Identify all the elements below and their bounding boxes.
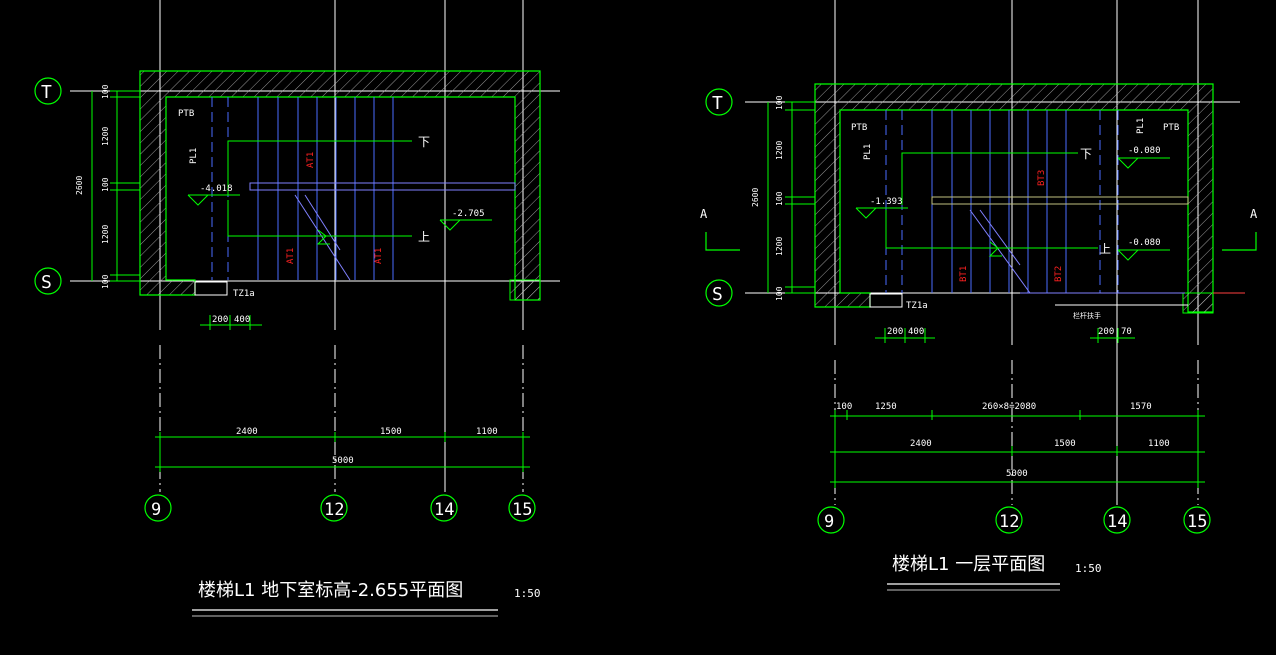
left-walls [139,70,541,301]
right-section-marks [705,232,1257,251]
left-axis-label-14: 14 [434,500,454,520]
right-railing-label: 栏杆扶手 [1073,311,1101,320]
right-elevation-markers [855,157,1170,261]
left-stair-label-c: AT1 [374,248,384,264]
right-plan: T S 9 12 14 15 A A 100 1200 100 1200 100… [700,0,1258,591]
right-plan-scale: 1:50 [1075,562,1102,575]
right-pl-left: PL1 [863,144,873,160]
left-small-dim-2: 400 [234,315,250,325]
left-tz-label: TZ1a [233,289,255,299]
left-ptb-label: PTB [178,109,194,119]
left-vdim-5: 100 [101,274,110,289]
right-ptb-right: PTB [1163,123,1179,133]
right-vdim-3: 100 [775,191,784,206]
left-dim-1100: 1100 [476,427,498,437]
right-axis-label-bottom: S [712,284,723,305]
left-axis-label-9: 9 [151,500,161,520]
right-walls [814,83,1214,314]
left-plan-scale: 1:50 [514,587,541,600]
left-plan-title: 楼梯L1 地下室标高-2.655平面图 [198,580,463,601]
left-vdim-3: 100 [101,177,110,192]
right-dim-2400: 2400 [910,439,932,449]
right-elev-right-top: -0.080 [1128,146,1161,156]
left-axis-label-12: 12 [324,500,344,520]
left-stair-label-a: AT1 [306,152,316,168]
left-dimension-lines [91,90,530,472]
right-axis-bubbles [705,88,1211,534]
left-small-dim-1: 200 [212,315,228,325]
left-stair-label-b: AT1 [286,248,296,264]
right-vdim-4: 1200 [775,237,784,256]
left-dim-2400: 2400 [236,427,258,437]
right-vdim-total: 2600 [751,188,760,207]
left-dim-1500: 1500 [380,427,402,437]
left-vdim-4: 1200 [101,225,110,244]
right-toprow-dim-2: 1250 [875,402,897,412]
right-elev-right-bottom: -0.080 [1128,238,1161,248]
left-dim-total: 5000 [332,456,354,466]
right-tz-label: TZ1a [906,301,928,311]
right-dimension-lines [767,101,1245,488]
right-stair-label-a: BT3 [1037,170,1047,186]
right-dim-1500: 1500 [1054,439,1076,449]
right-section-mark-right: A [1250,207,1258,221]
left-direction-arrows [227,140,412,245]
right-stair-label-b: BT1 [959,266,969,282]
right-dim-total: 5000 [1006,469,1028,479]
left-vdim-1: 100 [101,84,110,99]
right-axis-label-12: 12 [999,512,1019,532]
right-axis-label-top: T [712,93,723,114]
right-axis-label-9: 9 [824,512,834,532]
right-pl-right: PL1 [1136,118,1146,134]
right-dim-1100: 1100 [1148,439,1170,449]
left-vdim-total: 2600 [75,176,84,195]
right-down-label: 下 [1080,147,1092,161]
left-elev-left: -4.018 [200,184,233,194]
right-up-label: 上 [1099,242,1111,256]
left-elevation-markers [187,194,492,231]
left-elev-right: -2.705 [452,209,485,219]
right-vdim-5: 100 [775,286,784,301]
right-toprow-dim-1: 100 [836,402,852,412]
right-vdim-2: 1200 [775,141,784,160]
right-stair-treads [885,110,1189,306]
right-stair-label-c: BT2 [1054,266,1064,282]
right-small-dim-left-2: 400 [908,327,924,337]
left-axis-bubbles [34,77,536,522]
left-pl-label: PL1 [189,148,199,164]
right-toprow-dim-3: 260×8=2080 [982,402,1036,412]
left-axis-label-bottom: S [41,272,52,293]
right-small-dim-right-1: 200 [1098,327,1114,337]
left-plan: T S 9 12 14 15 100 1200 100 1200 100 260… [34,0,560,617]
right-section-mark-left: A [700,207,708,221]
right-small-dim-right-2: 70 [1121,327,1132,337]
left-down-label: 下 [418,135,430,149]
left-vdim-2: 1200 [101,127,110,146]
right-small-dim-left-1: 200 [887,327,903,337]
left-axis-label-top: T [41,82,52,103]
right-elev-left: -1.393 [870,197,903,207]
right-axis-label-15: 15 [1187,512,1207,532]
right-vdim-1: 100 [775,95,784,110]
right-plan-title: 楼梯L1 一层平面图 [892,554,1045,575]
left-stair-treads [211,97,516,281]
left-up-label: 上 [418,230,430,244]
right-toprow-dim-4: 1570 [1130,402,1152,412]
right-axis-label-14: 14 [1107,512,1127,532]
right-ptb-left: PTB [851,123,867,133]
left-axis-label-15: 15 [512,500,532,520]
right-direction-arrows [885,152,1098,257]
